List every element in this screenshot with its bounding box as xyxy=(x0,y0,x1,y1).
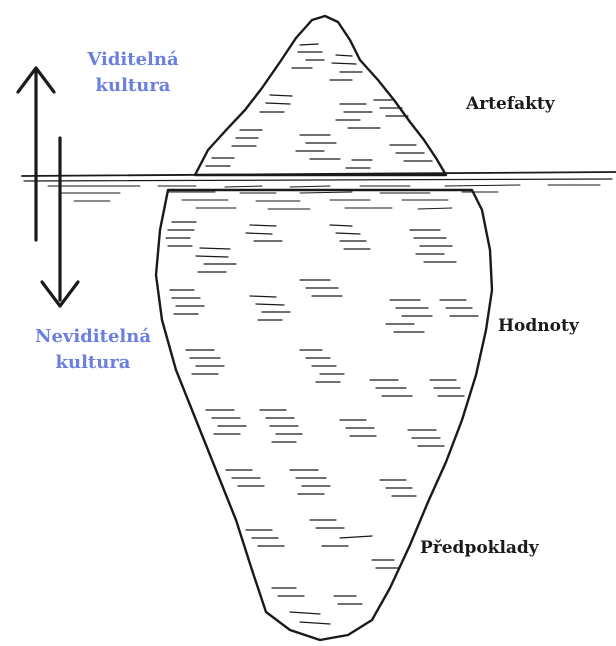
level-artifacts-label: Artefakty xyxy=(466,94,555,114)
iceberg-underwater xyxy=(156,190,492,640)
visible-culture-line-2: kultura xyxy=(78,73,188,99)
invisible-culture-line-1: Neviditelná xyxy=(18,324,168,350)
invisible-culture-line-2: kultura xyxy=(18,350,168,376)
level-assumptions-label: Předpoklady xyxy=(420,538,539,558)
arrow-up-icon xyxy=(18,68,54,240)
level-values-label: Hodnoty xyxy=(498,316,579,336)
visible-culture-line-1: Viditelná xyxy=(78,47,188,73)
invisible-culture-label: Neviditelná kultura xyxy=(18,324,168,376)
visible-culture-label: Viditelná kultura xyxy=(78,47,188,99)
arrow-down-icon xyxy=(42,138,78,306)
